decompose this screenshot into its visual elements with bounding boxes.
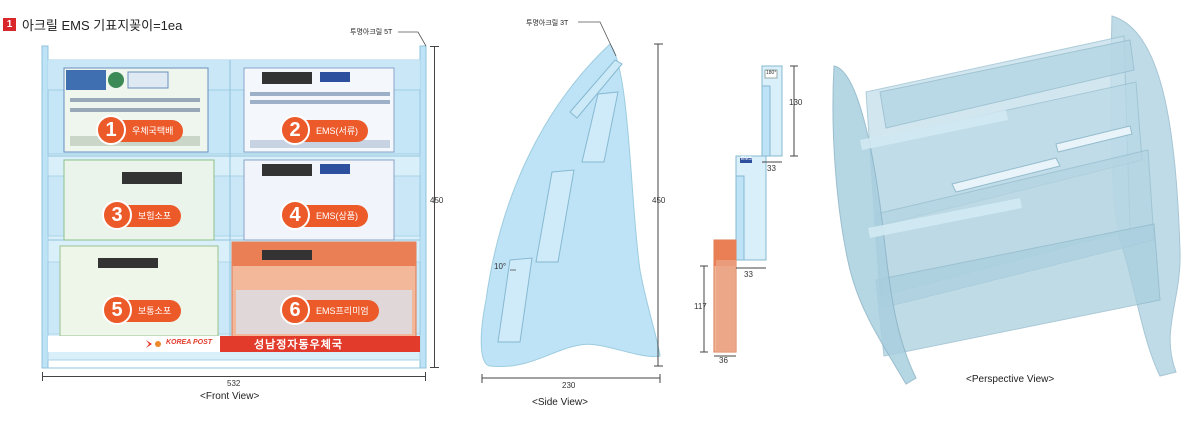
pocket-label-5: 5 보통소포 (102, 295, 182, 325)
pocket-number-1: 1 (96, 115, 126, 145)
side-angle-label: 10° (494, 262, 507, 271)
side-height-dim: 450 (652, 196, 666, 205)
front-height-dim: 450 (430, 196, 444, 205)
title-text: 아크릴 EMS 기표지꽂이=1ea (22, 18, 183, 33)
front-height-dim-line (434, 46, 435, 368)
pocket-label-4: 4 EMS(상품) (280, 200, 369, 230)
pocket-number-2: 2 (280, 115, 310, 145)
section-number-badge: 1 (3, 18, 16, 31)
pocket-detail-drawing (700, 65, 798, 357)
pocket-label-1: 1 우체국택배 (96, 115, 184, 145)
front-view: 1 우체국택배 2 EMS(서류) 3 보험소포 4 EMS(상품) 5 보통소… (0, 0, 470, 444)
front-view-label: <Front View> (200, 391, 260, 402)
pocket-number-4: 4 (280, 200, 310, 230)
front-width-dim-line (42, 376, 426, 377)
front-height-dim-tick-top (430, 46, 439, 47)
pocket-mark-mid: EMS (741, 156, 752, 162)
side-material-label: 투명아크릴 3T (526, 20, 569, 27)
pocket-label-3: 3 보험소포 (102, 200, 182, 230)
pocket-detail-view: 180° EMS 130 33 33 117 36 (690, 0, 820, 444)
perspective-view-drawing (832, 15, 1181, 385)
section-title: 1 아크릴 EMS 기표지꽂이=1ea (3, 15, 182, 34)
dim-130: 130 (789, 98, 803, 107)
dim-36: 36 (719, 356, 728, 365)
pocket-number-3: 3 (102, 200, 132, 230)
pocket-number-5: 5 (102, 295, 132, 325)
post-office-name: 성남정자동우체국 (254, 339, 343, 351)
front-material-leader (398, 31, 427, 47)
front-material-label: 투명아크릴 5T (350, 29, 393, 36)
korea-post-logo-text: KOREA POST (166, 339, 213, 346)
perspective-view-label: <Perspective View> (966, 374, 1055, 385)
side-view-drawing (480, 21, 663, 383)
front-width-dim: 532 (227, 379, 241, 388)
front-width-dim-tick-right (425, 372, 426, 381)
side-view: 투명아크릴 3T 10° 450 230 <Side View> (470, 0, 690, 444)
front-width-dim-tick-left (42, 372, 43, 381)
side-view-label: <Side View> (532, 397, 588, 408)
side-width-dim: 230 (562, 381, 576, 390)
perspective-view: <Perspective View> (820, 0, 1200, 444)
pocket-label-6: 6 EMS프리미엄 (280, 295, 379, 325)
pocket-number-6: 6 (280, 295, 310, 325)
dim-33-top: 33 (767, 164, 776, 173)
pocket-label-2: 2 EMS(서류) (280, 115, 369, 145)
dim-117: 117 (694, 302, 707, 311)
pocket-mark-top: 180° (766, 70, 777, 76)
dim-33-mid: 33 (744, 270, 753, 279)
front-height-dim-tick-bottom (430, 367, 439, 368)
front-view-drawing (41, 45, 427, 369)
